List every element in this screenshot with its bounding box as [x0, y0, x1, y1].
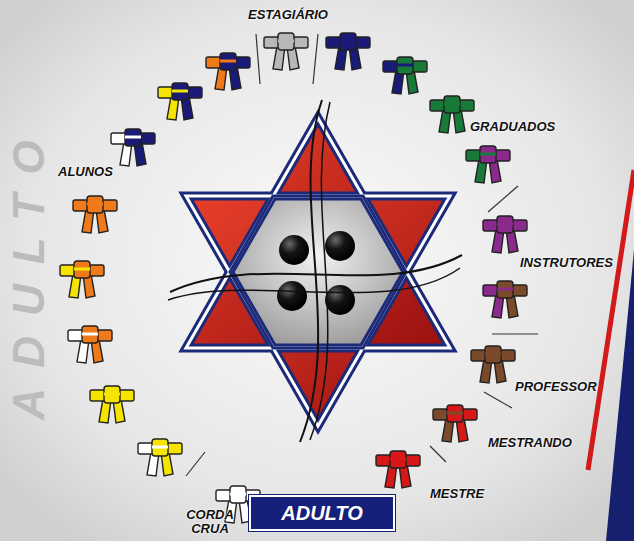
belt-icon [73, 196, 117, 233]
belt-icon [138, 439, 182, 476]
rank-label: ALUNOS [58, 165, 113, 179]
rank-label: PROFESSOR [515, 380, 597, 394]
watermark: ADULTO [4, 120, 52, 419]
rank-label: ESTAGIÁRIO [248, 8, 328, 22]
rank-label: INSTRUTORES [520, 256, 613, 270]
belt-icon [90, 386, 134, 423]
belt-icon [68, 326, 112, 363]
belt-icon [158, 83, 202, 120]
rank-label: MESTRE [430, 487, 484, 501]
rank-label: MESTRANDO [488, 436, 572, 450]
belt-icon [264, 33, 308, 70]
belt-set [60, 33, 527, 523]
belt-icon [483, 216, 527, 253]
group-dividers [186, 34, 538, 476]
belt-icon [206, 53, 250, 90]
star-emblem [168, 100, 462, 442]
belt-icon [430, 96, 474, 133]
rank-label: GRADUADOS [470, 120, 555, 134]
belt-icon [326, 33, 370, 70]
title-banner: ADULTO [249, 495, 395, 531]
banner-text: ADULTO [251, 501, 393, 525]
belt-icon [483, 281, 527, 318]
belt-icon [471, 346, 515, 383]
belt-icon [433, 405, 477, 442]
belt-icon [60, 261, 104, 298]
corner-stripes [588, 170, 634, 541]
rank-label: CORDA CRUA [185, 508, 235, 536]
belt-icon [466, 146, 510, 183]
belt-icon [111, 129, 155, 166]
belt-icon [376, 451, 420, 488]
belt-icon [383, 57, 427, 94]
